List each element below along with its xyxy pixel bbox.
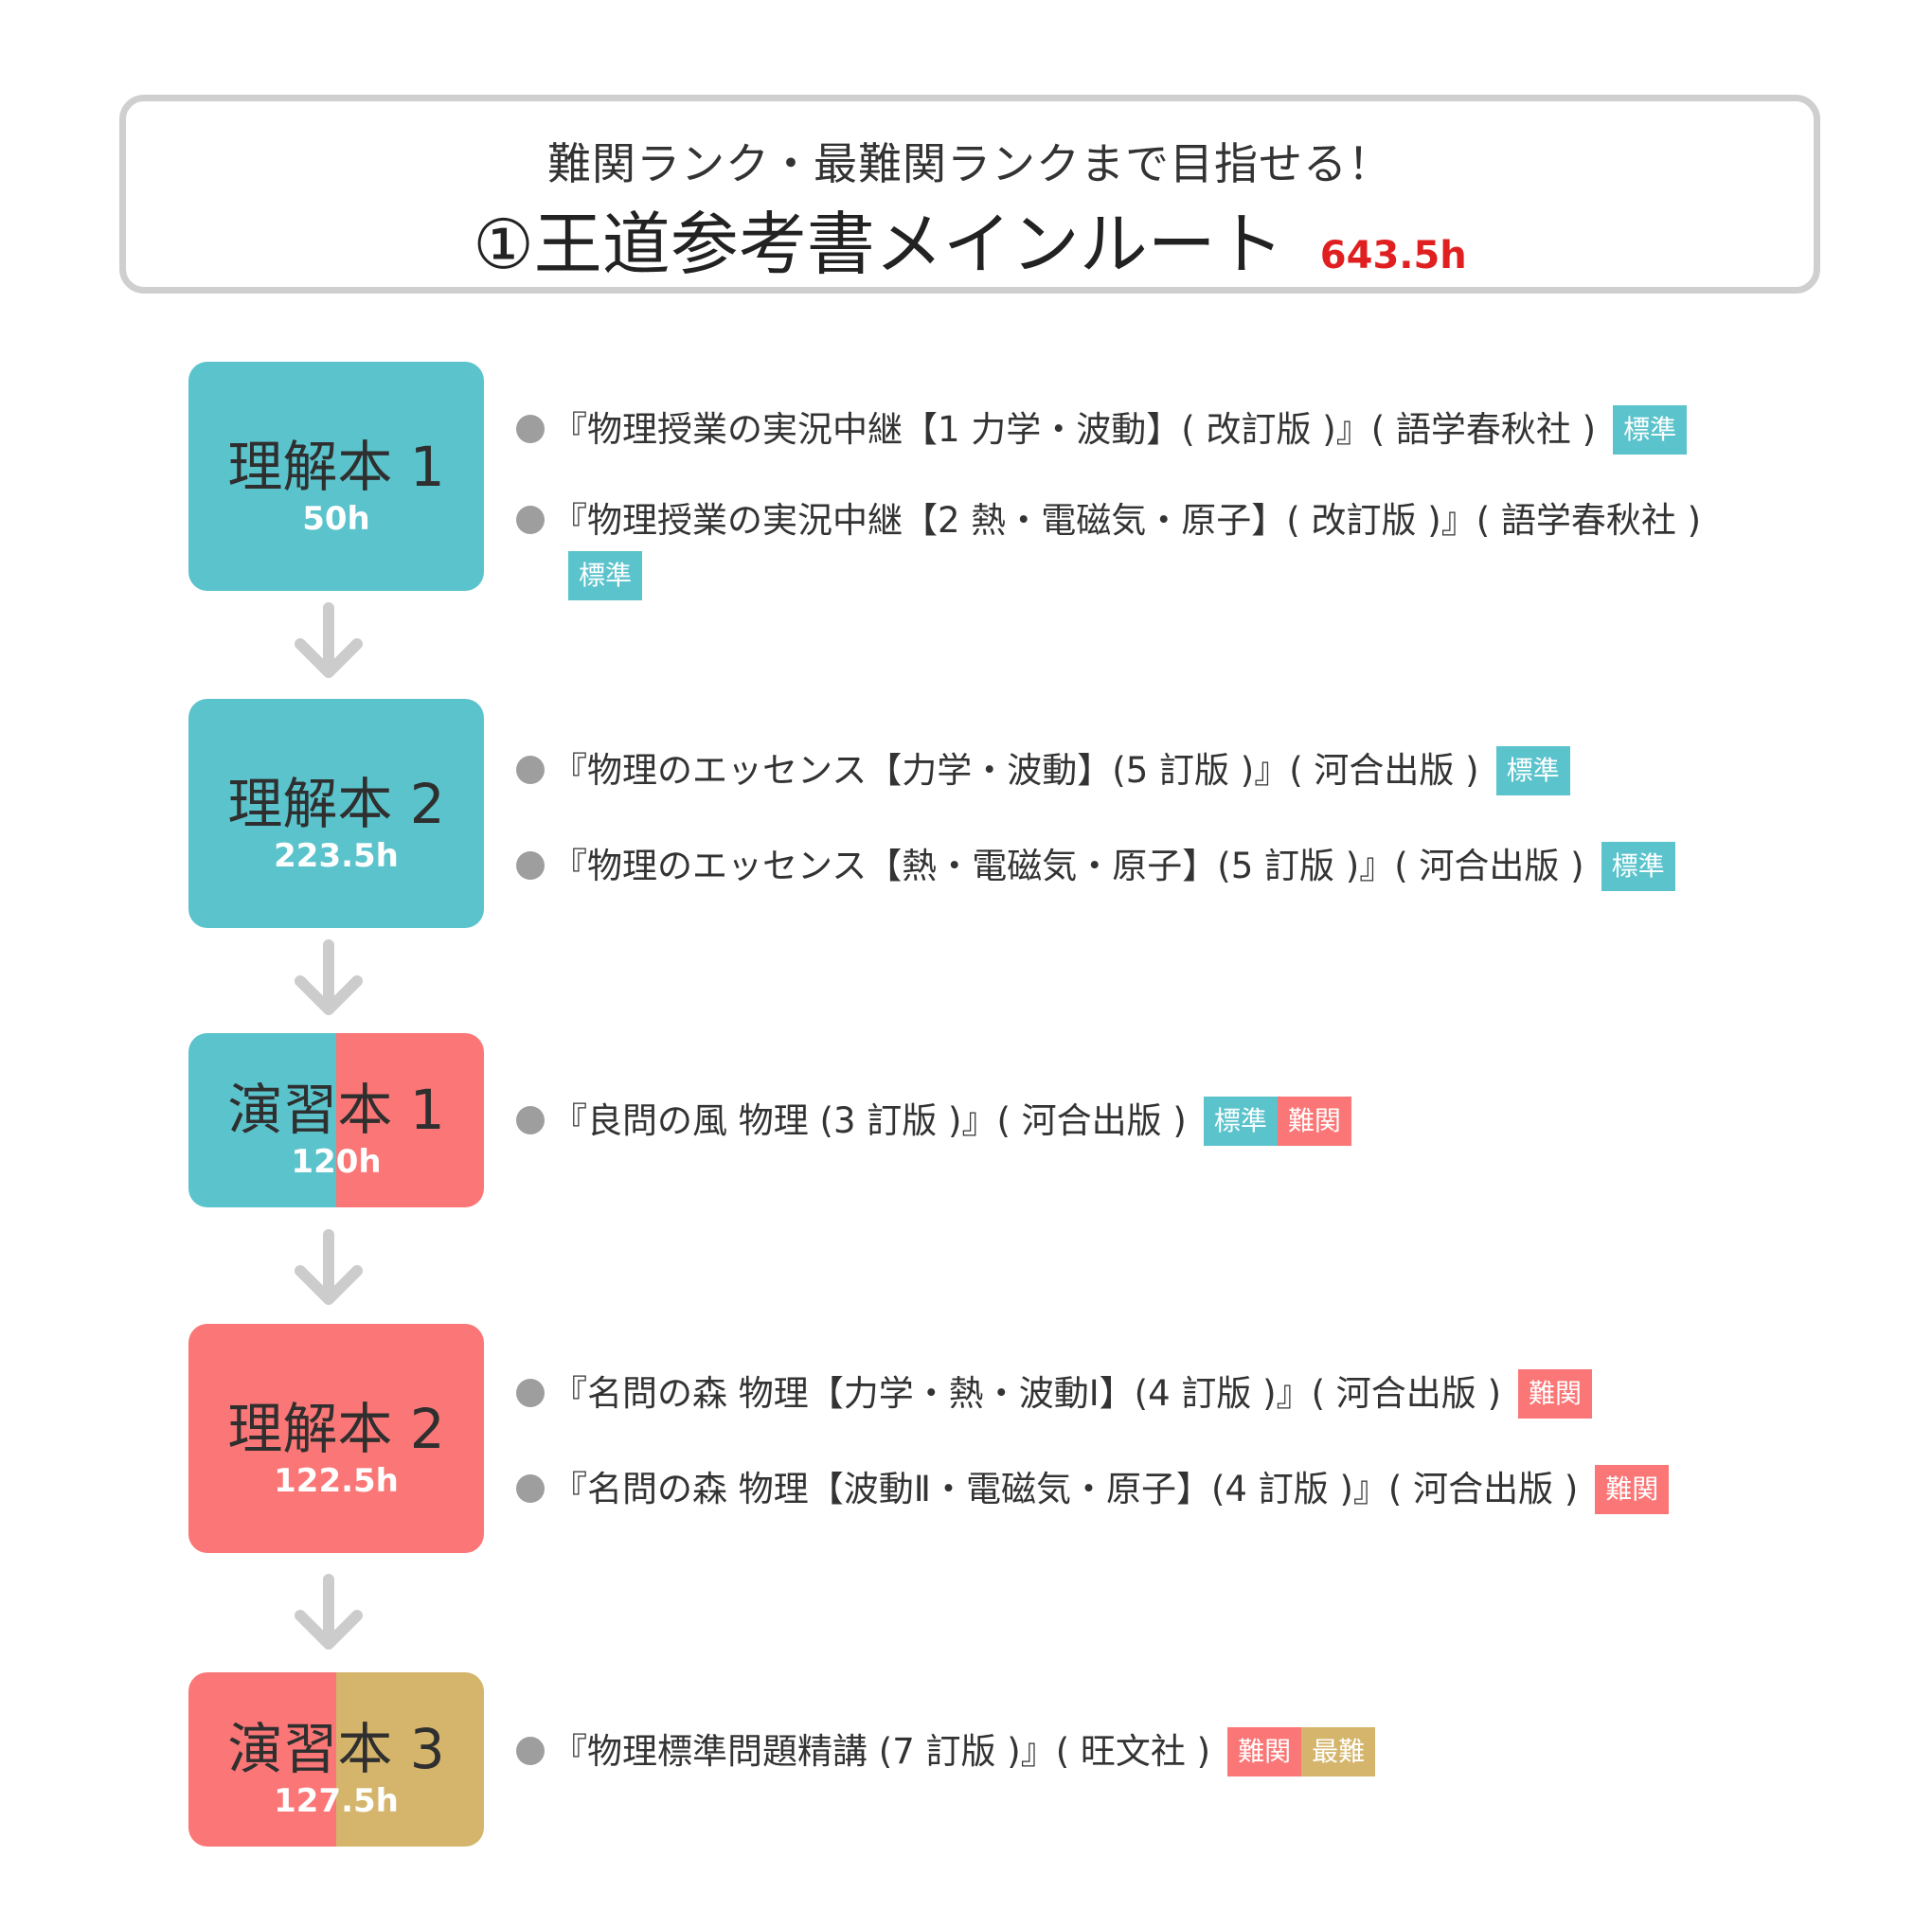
book-item: 『物理のエッセンス【力学・波動】(5 訂版 )』( 河合出版 ) 標準: [516, 744, 1570, 797]
step-4-box: 理解本 2 122.5h: [188, 1324, 484, 1553]
step-3-box: 演習本 1 120h: [188, 1033, 484, 1207]
level-tag-standard: 標準: [1203, 1096, 1278, 1146]
step-5-hours: 127.5h: [274, 1782, 399, 1820]
level-tag-standard: 標準: [1613, 404, 1688, 455]
route-title: ①王道参考書メインルート: [473, 205, 1284, 284]
book-title: 『物理のエッセンス【熱・電磁気・原子】(5 訂版 )』( 河合出版 ): [552, 846, 1584, 886]
bullet-icon: [516, 1473, 545, 1503]
bullet-icon: [516, 1378, 545, 1407]
level-tag-standard: 標準: [1495, 745, 1570, 795]
bullet-icon: [516, 850, 545, 880]
arrow-down-icon: [295, 1574, 363, 1650]
book-item: 『名問の森 物理【力学・熱・波動Ⅰ】(4 訂版 )』( 河合出版 ) 難関: [516, 1367, 1593, 1420]
bullet-icon: [516, 755, 545, 784]
bullet-icon: [516, 1736, 545, 1765]
book-title: 『物理授業の実況中継【2 熱・電磁気・原子】( 改訂版 )』( 語学春秋社 ): [552, 500, 1702, 541]
book-item: 『物理授業の実況中継【2 熱・電磁気・原子】( 改訂版 )』( 語学春秋社 ): [516, 494, 1701, 547]
step-5-box: 演習本 3 127.5h: [188, 1672, 484, 1847]
step-2-label: 理解本 2: [227, 772, 445, 836]
book-title: 『物理標準問題精講 (7 訂版 )』( 旺文社 ): [552, 1731, 1211, 1772]
step-1-label: 理解本 1: [227, 435, 445, 499]
book-title: 『物理授業の実況中継【1 力学・波動】( 改訂版 )』( 語学春秋社 ): [552, 409, 1597, 450]
book-title: 『名問の森 物理【力学・熱・波動Ⅰ】(4 訂版 )』( 河合出版 ): [552, 1373, 1501, 1414]
level-tag-standard: 標準: [568, 550, 643, 600]
step-1-box: 理解本 1 50h: [188, 362, 484, 591]
level-tag-difficult: 難関: [1595, 1464, 1670, 1514]
step-1-hours: 50h: [302, 500, 370, 538]
book-item: 『物理のエッセンス【熱・電磁気・原子】(5 訂版 )』( 河合出版 ) 標準: [516, 840, 1675, 893]
step-3-label: 演習本 1: [227, 1078, 445, 1142]
book-item: 『物理標準問題精講 (7 訂版 )』( 旺文社 ) 難関最難: [516, 1725, 1376, 1778]
level-tag-difficult: 難関: [1227, 1726, 1302, 1776]
step-2-hours: 223.5h: [274, 837, 399, 875]
step-5-label: 演習本 3: [227, 1717, 445, 1781]
arrow-down-icon: [295, 602, 363, 678]
book-tags-wrapped: 標準: [568, 549, 643, 602]
step-4-hours: 122.5h: [274, 1462, 399, 1500]
book-title: 『良問の風 物理 (3 訂版 )』( 河合出版 ): [552, 1100, 1187, 1141]
book-item: 『物理授業の実況中継【1 力学・波動】( 改訂版 )』( 語学春秋社 ) 標準: [516, 403, 1688, 456]
level-tag-hardest: 最難: [1301, 1726, 1376, 1776]
step-2-box: 理解本 2 223.5h: [188, 699, 484, 928]
total-hours: 643.5h: [1319, 234, 1467, 277]
bullet-icon: [516, 1105, 545, 1134]
arrow-down-icon: [295, 939, 363, 1015]
bullet-icon: [516, 505, 545, 534]
book-item: 『名問の森 物理【波動Ⅱ・電磁気・原子】(4 訂版 )』( 河合出版 ) 難関: [516, 1463, 1670, 1516]
route-subtitle: 難関ランク・最難関ランクまで目指せる！: [546, 138, 1393, 189]
level-tag-difficult: 難関: [1518, 1368, 1593, 1419]
level-tag-difficult: 難関: [1277, 1096, 1351, 1146]
route-title-line: ①王道参考書メインルート 643.5h: [126, 205, 1814, 295]
route-header-box: 難関ランク・最難関ランクまで目指せる！ ①王道参考書メインルート 643.5h: [119, 95, 1820, 294]
book-item: 『良問の風 物理 (3 訂版 )』( 河合出版 ) 標準難関: [516, 1095, 1351, 1148]
bullet-icon: [516, 414, 545, 443]
book-title: 『物理のエッセンス【力学・波動】(5 訂版 )』( 河合出版 ): [552, 750, 1479, 791]
step-3-hours: 120h: [291, 1143, 382, 1181]
book-title: 『名問の森 物理【波動Ⅱ・電磁気・原子】(4 訂版 )』( 河合出版 ): [552, 1469, 1579, 1509]
step-4-label: 理解本 2: [227, 1397, 445, 1461]
level-tag-standard: 標準: [1601, 841, 1675, 891]
arrow-down-icon: [295, 1229, 363, 1305]
